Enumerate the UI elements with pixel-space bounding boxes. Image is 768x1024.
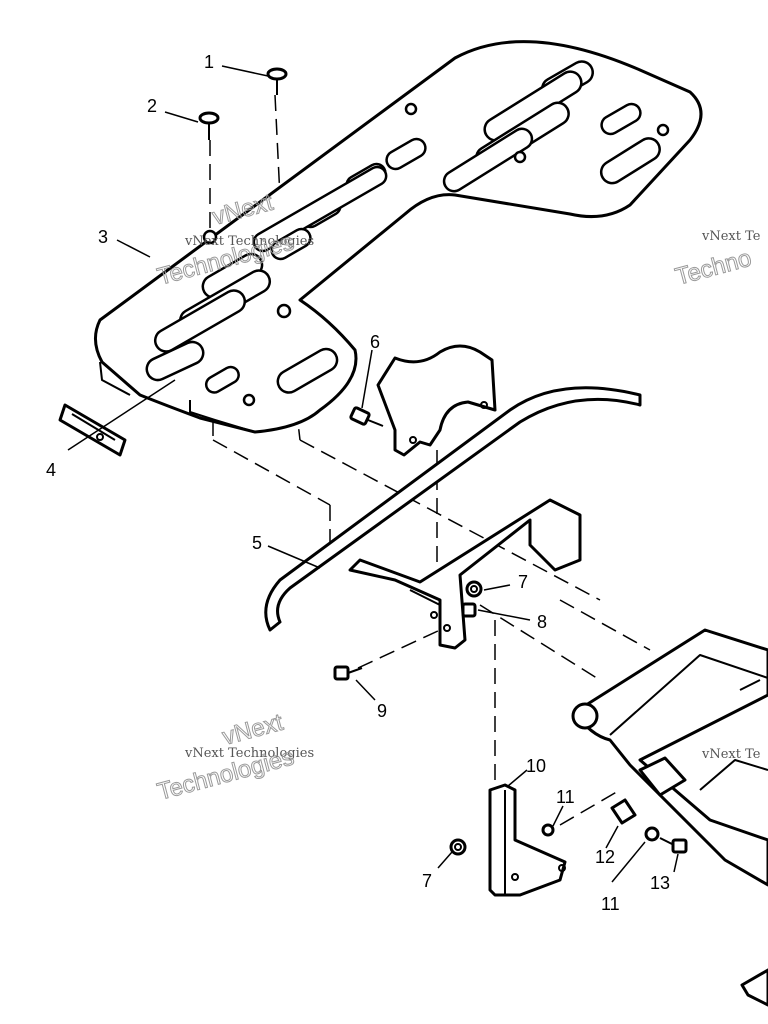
callout-7-lower: 7 (422, 871, 432, 891)
frame-fragment (376, 344, 497, 457)
mount-bracket (348, 498, 582, 650)
callout-5: 5 (252, 533, 262, 553)
nut-part-11 (541, 823, 555, 837)
watermark-right-lower: vNext Te (701, 747, 761, 762)
callout-12: 12 (595, 847, 615, 867)
bracket-part-10 (488, 783, 567, 897)
screw-part-1 (266, 67, 288, 95)
callout-8: 8 (537, 612, 547, 632)
callout-labels: 1 2 3 4 5 6 7 8 9 10 11 7 12 11 13 (46, 52, 670, 914)
callout-6: 6 (370, 332, 380, 352)
callout-11-lower: 11 (601, 894, 620, 914)
watermark-right-tech: Techno (673, 245, 755, 291)
watermark-lower: vNext vNext Technologies Technologies (154, 708, 314, 806)
frame-corner (740, 968, 768, 1007)
screw-part-2 (198, 111, 220, 140)
bolt-part-6 (349, 406, 384, 427)
callout-13: 13 (650, 873, 670, 893)
callout-10: 10 (526, 756, 546, 776)
watermark-vnext-lower: vNext (220, 709, 287, 751)
washer-part-8 (461, 602, 477, 618)
callout-2: 2 (147, 96, 157, 116)
callout-1: 1 (204, 52, 214, 72)
bumper-bar-part-5 (264, 386, 642, 632)
watermark-line-upper: vNext Technologies (184, 234, 314, 249)
nut-part-7 (465, 580, 483, 598)
watermark-line-lower: vNext Technologies (184, 746, 314, 761)
washer-part-11 (644, 826, 660, 842)
swing-arm (571, 628, 768, 887)
callout-3: 3 (98, 227, 108, 247)
rear-rack-part-3 (94, 40, 703, 434)
callout-4: 4 (46, 460, 56, 480)
nut-part-7-lower (449, 838, 467, 856)
bushing-part-12 (610, 798, 637, 825)
callout-7-upper: 7 (518, 572, 528, 592)
bolt-part-13 (659, 837, 688, 854)
leader-lines (67, 65, 679, 883)
callout-11-upper: 11 (556, 787, 575, 807)
callout-9: 9 (377, 701, 387, 721)
watermark-right-upper: vNext Te (701, 229, 761, 244)
bolt-part-9 (333, 665, 363, 681)
reflector-part-4 (58, 403, 127, 457)
